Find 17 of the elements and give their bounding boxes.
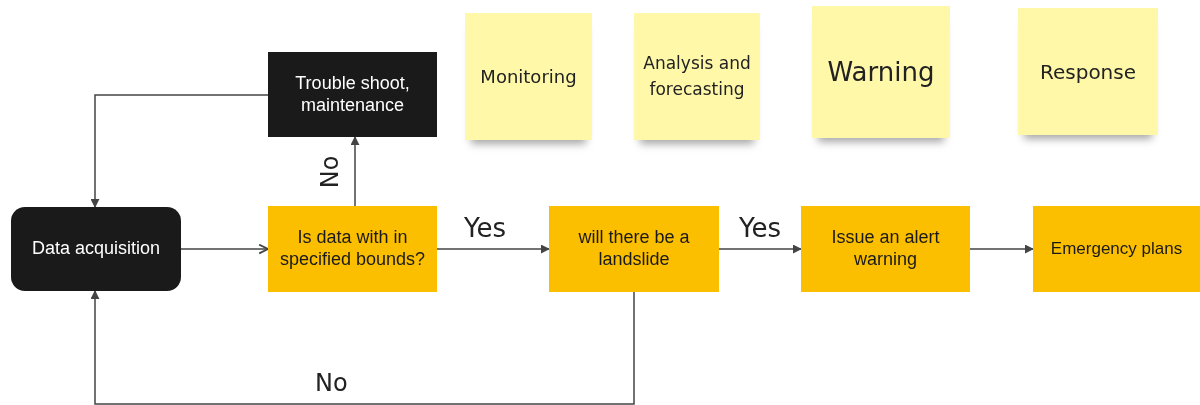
process-box: Trouble shoot, maintenance xyxy=(268,52,437,137)
arrow xyxy=(436,244,550,254)
sticky-note: Monitoring xyxy=(465,13,592,140)
arrow xyxy=(718,244,802,254)
process-box: Issue an alert warning xyxy=(801,206,970,292)
arrow xyxy=(969,244,1034,254)
decision-box: Is data with in specified bounds? xyxy=(268,206,437,292)
sticky-note: Analysis and forecasting xyxy=(634,13,760,140)
arrow xyxy=(90,94,269,208)
process-box: Emergency plans xyxy=(1033,206,1200,292)
arrow xyxy=(350,136,360,207)
process-box: Data acquisition xyxy=(11,207,181,291)
sticky-note: Warning xyxy=(812,6,950,138)
decision-box: will there be a landslide xyxy=(549,206,719,292)
sticky-note: Response xyxy=(1018,8,1158,135)
arrow xyxy=(90,290,635,405)
arrow xyxy=(180,243,269,255)
